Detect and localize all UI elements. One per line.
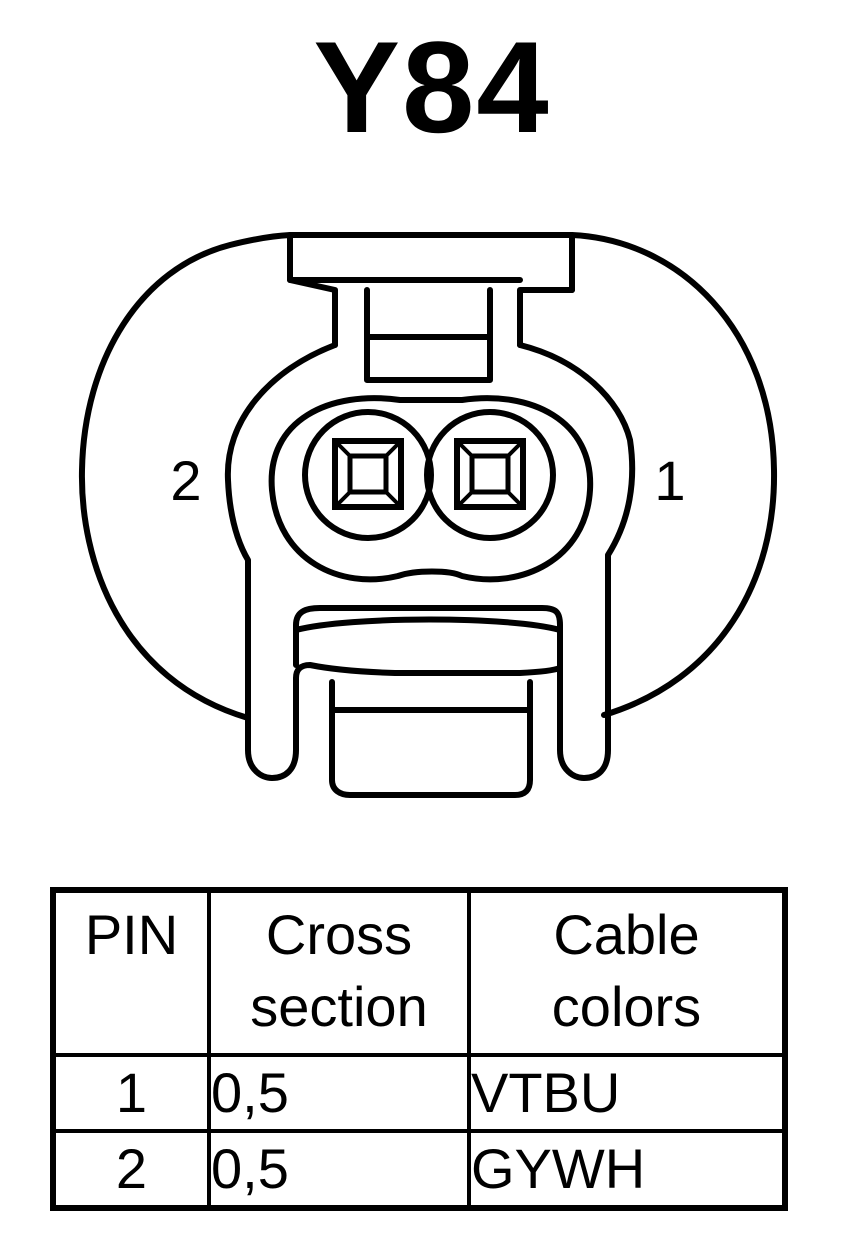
pin-1-label: 1: [654, 449, 685, 512]
cell-cable-color: GYWH: [467, 1129, 787, 1210]
header-cross-line1: Cross: [265, 903, 413, 966]
bottom-tab: [329, 679, 533, 798]
cell-pin: 2: [51, 1129, 211, 1210]
inner-body: [224, 342, 636, 781]
table-header-row: PIN Cross section Cable colors: [51, 888, 787, 1057]
cell-pin: 1: [51, 1053, 211, 1133]
pin-1-terminal: [424, 409, 556, 541]
table-row: 1 0,5 VTBU: [51, 1053, 787, 1133]
pin-table: PIN Cross section Cable colors 1 0,5 VTB…: [50, 887, 788, 1211]
pin-cavity: [268, 395, 594, 583]
cell-cross-section: 0,5: [207, 1053, 471, 1133]
table-row: 2 0,5 GYWH: [51, 1129, 787, 1210]
header-cross-line2: section: [250, 975, 428, 1038]
header-pin-text: PIN: [84, 903, 179, 966]
header-cross-section: Cross section: [207, 888, 471, 1057]
header-color-line2: colors: [551, 975, 702, 1038]
housing-outline: [78, 232, 778, 721]
pin-2-label: 2: [170, 449, 201, 512]
latch-bottom: [293, 605, 563, 671]
header-color-line1: Cable: [553, 903, 700, 966]
cell-cross-section: 0,5: [207, 1129, 471, 1210]
connector-title: Y84: [313, 14, 551, 160]
connector-diagram: 2 1: [78, 232, 778, 798]
header-cable-colors: Cable colors: [467, 888, 787, 1057]
header-pin: PIN: [51, 888, 211, 1057]
pin-2-terminal: [302, 409, 434, 541]
cell-cable-color: VTBU: [467, 1053, 787, 1133]
latch-top: [287, 232, 575, 293]
